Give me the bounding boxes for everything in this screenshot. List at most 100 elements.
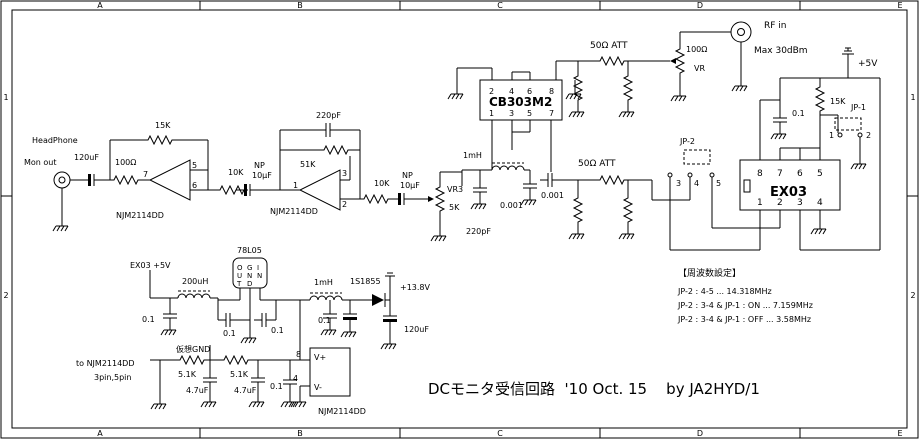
osc-pin-6: 6 [797, 169, 803, 179]
mixer-pin-1: 1 [489, 109, 494, 118]
regulator-name: 78L05 [237, 246, 262, 255]
opamp-a-pin-7: 7 [143, 170, 148, 179]
col-label-c: C [497, 1, 503, 10]
col-label-b: B [297, 1, 303, 10]
reg-pin-o: O [237, 264, 243, 272]
virtual-ground [150, 345, 351, 410]
vg-cap-3: 0.1 [270, 382, 283, 391]
vg-cap-2: 4.7uF [234, 386, 257, 395]
vr3-label: VR3 [447, 185, 463, 194]
mon-out-label: Mon out [24, 158, 57, 167]
col-label-a: A [97, 1, 103, 10]
osc-c-value: 0.1 [792, 109, 805, 118]
supply-pin-4: 4 [293, 374, 298, 383]
rf-input [679, 21, 752, 92]
opamp-a-pin-6: 6 [192, 181, 197, 190]
att2 [539, 148, 690, 240]
regulator-78l05 [232, 257, 268, 310]
row-label-1-right: 1 [910, 93, 915, 102]
np-cap-1-value: 10μF [252, 171, 272, 180]
osc-r-value: 15K [830, 97, 846, 106]
jp2 [667, 149, 780, 251]
mixer-pin-2: 2 [489, 87, 494, 96]
jp1-label: JP-1 [850, 103, 866, 112]
jp2-pin-3: 3 [676, 179, 681, 188]
jp1-pin-1: 1 [829, 131, 834, 140]
out-cap-value: 120uF [74, 153, 99, 162]
mixer-cb303m2 [447, 67, 582, 150]
opamp-b-pin-1: 1 [293, 181, 298, 190]
vr-att-100 [660, 44, 687, 102]
supply-cap-4: 0.1 [318, 316, 331, 325]
reg-pin-d: D [247, 280, 252, 288]
lpf-1mh [461, 132, 538, 210]
col-label-b-bottom: B [297, 429, 303, 438]
reg-pin-u: U [237, 272, 242, 280]
supply-cap-1: 0.1 [142, 315, 155, 324]
opamp-a [109, 135, 209, 201]
jp2-pin-5: 5 [716, 179, 721, 188]
supply-cap-2: 0.1 [223, 329, 236, 338]
col-label-d-bottom: D [697, 429, 703, 438]
r100-value: 100Ω [115, 158, 136, 167]
freq-table-heading: 【周波数設定】 [678, 267, 741, 279]
jp2-label: JP-2 [679, 137, 695, 146]
vg-res-2: 5.1K [230, 370, 249, 379]
np-cap-1-label: NP [254, 161, 265, 170]
col-label-a-bottom: A [97, 429, 103, 438]
mixer-pin-5: 5 [527, 109, 532, 118]
osc-pin-4: 4 [817, 198, 823, 208]
bulk-cap-value: 120uF [404, 325, 429, 334]
oscillator-ex03 [739, 47, 881, 251]
att2-label: 50Ω ATT [578, 159, 616, 169]
supply-cap-3: 0.1 [271, 326, 284, 335]
opamp-a-name: NJM2114DD [116, 211, 164, 220]
osc-pin-8: 8 [757, 169, 763, 179]
mixer-pin-7: 7 [549, 109, 554, 118]
freq-row-2: JP-2 : 3-4 & JP-1 : ON ... 7.159MHz [677, 301, 813, 310]
opamp-c-name: NJM2114DD [318, 407, 366, 416]
supply-pin-8: 8 [296, 350, 301, 359]
freq-row-1: JP-2 : 4-5 ... 14.318MHz [677, 287, 772, 296]
sheet-title: DCモニタ受信回路 '10 Oct. 15 by JA2HYD/1 [428, 380, 760, 398]
vr-label: VR [694, 64, 705, 73]
att1 [555, 56, 660, 118]
mixer-pin-4: 4 [509, 87, 514, 96]
fb-cap-value: 220pF [316, 111, 341, 120]
vr3-volume [412, 171, 463, 242]
input-network [340, 192, 413, 206]
att1-label: 50Ω ATT [590, 41, 628, 51]
inductor-200u-value: 200uH [182, 277, 208, 286]
fb-15k-value: 15K [155, 121, 171, 130]
supply-wiring [149, 270, 398, 360]
osc-pin-1: 1 [757, 198, 763, 208]
opamp-b-pin-2: 2 [342, 200, 347, 209]
osc-pin-5: 5 [817, 169, 823, 179]
opamp-b [258, 122, 361, 211]
vg-res-1: 5.1K [178, 370, 197, 379]
lpf-220p-value: 220pF [466, 227, 491, 236]
vg-cap-1: 4.7uF [186, 386, 209, 395]
headphone-jack [52, 171, 110, 232]
frequency-table: 【周波数設定】 JP-2 : 4-5 ... 14.318MHz JP-2 : … [677, 267, 813, 324]
col-label-e: E [897, 1, 902, 10]
vcc-label: +5V [858, 59, 878, 69]
diode-label: 1S1855 [350, 277, 381, 286]
vr3-value: 5K [449, 203, 460, 212]
headphone-label: HeadPhone [32, 136, 78, 145]
row-label-1: 1 [3, 93, 8, 102]
to-opamp-pins: 3pin,5pin [94, 373, 131, 382]
mixer-pin-3: 3 [509, 109, 514, 118]
col-label-d: D [697, 1, 703, 10]
rf-in-label: RF in [764, 21, 787, 31]
to-opamp-label: to NJM2114DD [76, 359, 135, 368]
row-label-2-right: 2 [910, 291, 915, 300]
ex03-5v-label: EX03 +5V [130, 261, 171, 270]
r10k-a-value: 10K [228, 168, 244, 177]
osc-pin-7: 7 [777, 169, 783, 179]
lpf-inductor-value: 1mH [463, 151, 482, 160]
reg-pin-n: N [247, 272, 252, 280]
inner-frame [11, 9, 908, 429]
